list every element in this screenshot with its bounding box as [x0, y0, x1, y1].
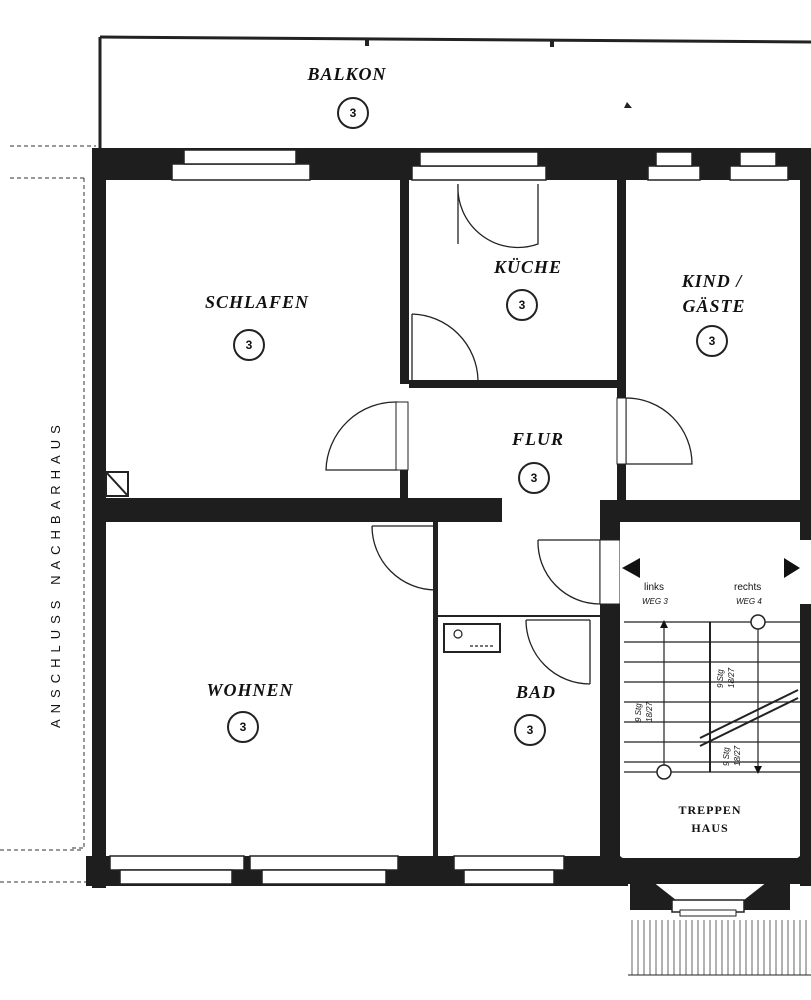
room-label-haus: HAUS	[691, 821, 728, 835]
doors	[325, 183, 693, 685]
svg-text:3: 3	[531, 471, 538, 485]
step-note-b2: 18/27	[727, 667, 736, 688]
step-note-b: 9 Stg	[716, 669, 725, 688]
svg-text:3: 3	[709, 334, 716, 348]
stair-left-label: links	[644, 582, 664, 593]
step-note-c2: 18/27	[733, 745, 742, 766]
room-number-wohnen: 3	[227, 711, 259, 743]
svg-text:3: 3	[350, 106, 357, 120]
svg-text:3: 3	[527, 723, 534, 737]
stair-left-sub: WEG 3	[642, 597, 668, 606]
entrance-bay	[606, 856, 811, 976]
neighbor-house-label: ANSCHLUSS NACHBARHAUS	[48, 419, 63, 728]
stair-right-label: rechts	[734, 582, 761, 593]
svg-text:3: 3	[246, 338, 253, 352]
room-number-kueche: 3	[506, 289, 538, 321]
room-label-schlafen: SCHLAFEN	[205, 292, 309, 312]
svg-text:3: 3	[519, 298, 526, 312]
top-windows	[171, 149, 789, 181]
room-number-kind: 3	[696, 325, 728, 357]
step-note-a2: 18/27	[645, 701, 654, 722]
sink-icon	[443, 623, 501, 653]
step-note-a: 9 Stg	[634, 703, 643, 722]
room-label-treppen: TREPPEN	[678, 803, 741, 817]
room-number-flur: 3	[518, 462, 550, 494]
room-label-wohnen: WOHNEN	[206, 680, 293, 700]
room-label-kueche: KÜCHE	[493, 257, 562, 277]
room-label-bad: BAD	[515, 682, 556, 702]
room-label-gaeste: GÄSTE	[682, 296, 745, 316]
balcony	[98, 35, 811, 148]
neighbor-house-outline	[0, 145, 96, 883]
room-label-flur: FLUR	[511, 429, 564, 449]
room-label-balkon: BALKON	[306, 64, 386, 84]
room-number-schlafen: 3	[233, 329, 265, 361]
room-number-bad: 3	[514, 714, 546, 746]
room-label-kind: KIND /	[681, 271, 744, 291]
step-note-c: 9 Stg	[722, 747, 731, 766]
svg-text:3: 3	[240, 720, 247, 734]
staircase	[620, 500, 811, 858]
stair-right-sub: WEG 4	[736, 597, 762, 606]
bottom-windows	[109, 855, 565, 885]
room-number-balkon: 3	[337, 97, 369, 129]
shaft-icon	[105, 471, 129, 497]
